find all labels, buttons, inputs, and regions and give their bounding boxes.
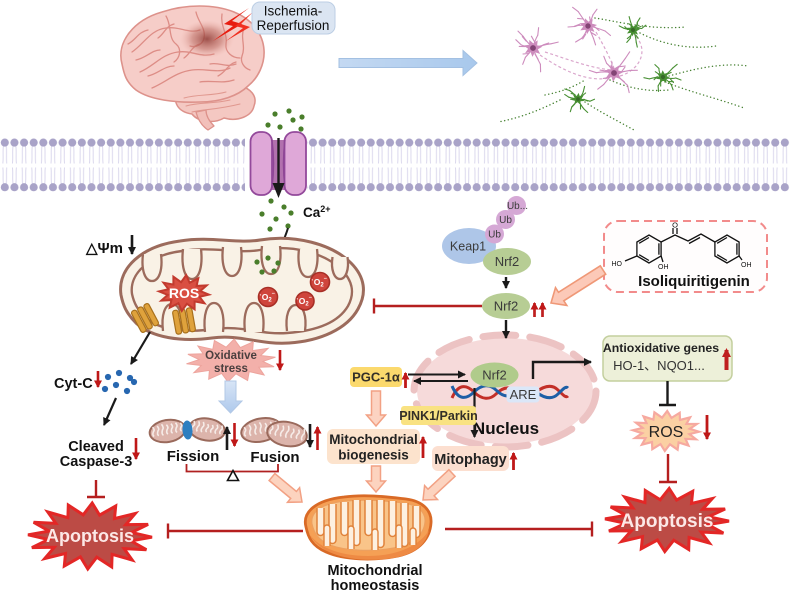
svg-text:Mitochondrial: Mitochondrial bbox=[329, 432, 418, 447]
svg-text:ʿO2⁻: ʿO2⁻ bbox=[311, 277, 328, 289]
svg-text:PGC-1α: PGC-1α bbox=[352, 370, 400, 385]
svg-text:Nrf2: Nrf2 bbox=[482, 368, 507, 383]
svg-text:Antioxidative genes: Antioxidative genes bbox=[603, 341, 719, 355]
svg-text:Apoptosis: Apoptosis bbox=[46, 526, 134, 546]
svg-text:Mitochondrial: Mitochondrial bbox=[327, 563, 422, 579]
svg-text:Ub: Ub bbox=[488, 230, 501, 241]
svg-text:Cleaved: Cleaved bbox=[68, 439, 124, 455]
svg-text:Reperfusion: Reperfusion bbox=[257, 18, 330, 33]
svg-text:Ischemia-: Ischemia- bbox=[264, 4, 323, 19]
svg-text:homeostasis: homeostasis bbox=[331, 578, 420, 593]
svg-text:Mitophagy: Mitophagy bbox=[434, 452, 507, 468]
svg-text:OH: OH bbox=[741, 262, 752, 269]
svg-text:ʿO2⁻: ʿO2⁻ bbox=[296, 296, 313, 308]
svg-text:biogenesis: biogenesis bbox=[338, 448, 409, 463]
svg-text:Isoliquiritigenin: Isoliquiritigenin bbox=[638, 273, 750, 290]
svg-text:O: O bbox=[672, 221, 678, 230]
svg-text:Nrf2: Nrf2 bbox=[494, 299, 519, 314]
svg-text:Nucleus: Nucleus bbox=[473, 419, 539, 438]
svg-text:HO-1、NQO1...: HO-1、NQO1... bbox=[613, 358, 705, 373]
svg-text:ARE: ARE bbox=[510, 387, 537, 402]
svg-text:ʿO2⁻: ʿO2⁻ bbox=[259, 292, 276, 304]
svg-text:Caspase-3: Caspase-3 bbox=[60, 454, 133, 470]
svg-text:Ub...: Ub... bbox=[507, 201, 528, 212]
svg-text:stress: stress bbox=[214, 363, 248, 375]
svg-text:△Ψm: △Ψm bbox=[85, 240, 123, 257]
svg-text:Nrf2: Nrf2 bbox=[495, 254, 520, 269]
svg-text:HO: HO bbox=[612, 261, 623, 268]
svg-text:Keap1: Keap1 bbox=[450, 240, 486, 254]
svg-text:PINK1/Parkin: PINK1/Parkin bbox=[399, 409, 478, 423]
svg-text:Fission: Fission bbox=[167, 448, 220, 465]
svg-text:OH: OH bbox=[658, 264, 669, 271]
svg-text:Ub: Ub bbox=[499, 215, 512, 226]
svg-text:Cyt-C: Cyt-C bbox=[54, 376, 93, 392]
svg-text:Fusion: Fusion bbox=[250, 449, 299, 466]
svg-text:Apoptosis: Apoptosis bbox=[621, 511, 714, 532]
svg-text:ROS: ROS bbox=[649, 424, 684, 441]
svg-text:Oxidative: Oxidative bbox=[205, 350, 257, 362]
svg-text:ROS: ROS bbox=[169, 285, 199, 301]
